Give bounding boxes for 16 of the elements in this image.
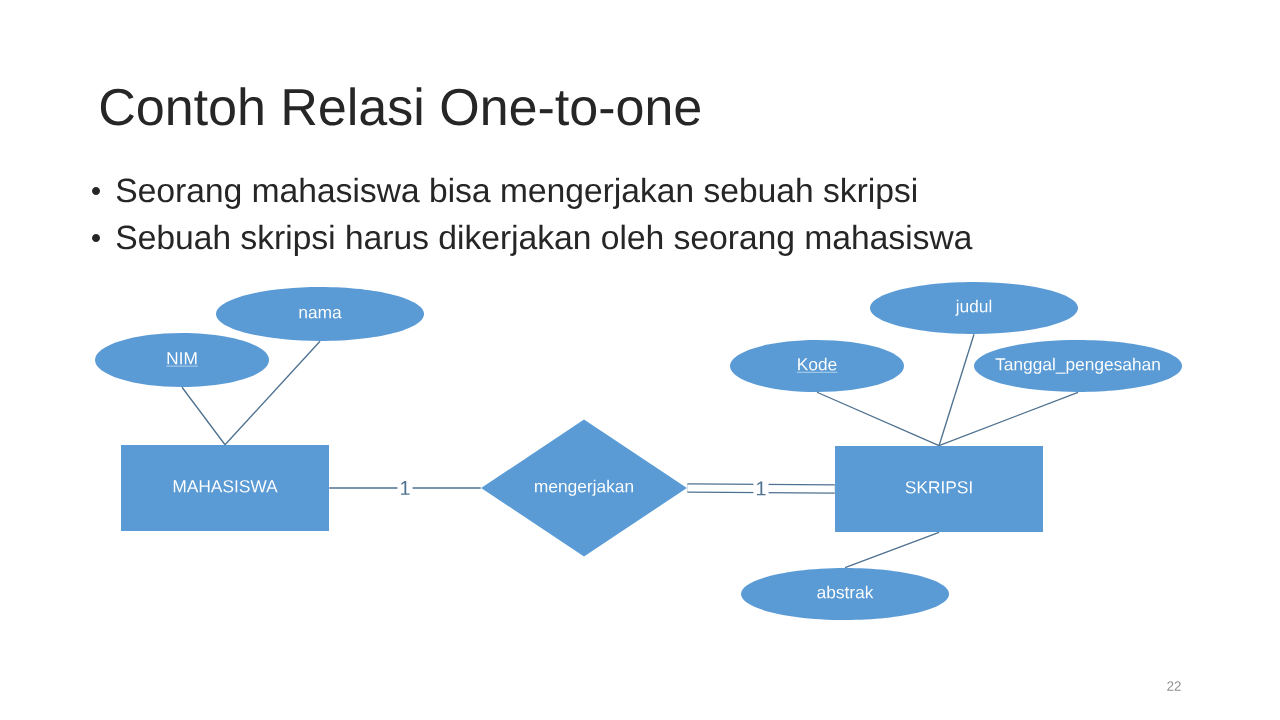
entity-box: SKRIPSI: [835, 446, 1043, 532]
bullet-text: Seorang mahasiswa bisa mengerjakan sebuah skripsi: [116, 177, 916, 209]
connector-line: [816, 391, 940, 447]
edge-label: 1: [397, 479, 413, 497]
connector-line: [844, 531, 940, 569]
connector-line: [938, 333, 975, 447]
bullet-text: Sebuah skripsi harus dikerjakan oleh seorang mahasiswa: [116, 224, 973, 256]
connector-line: [181, 386, 226, 446]
entity-box: MAHASISWA: [121, 445, 329, 531]
page-number: 22: [1167, 681, 1181, 691]
connector-line: [938, 391, 1079, 447]
title: Contoh Relasi One-to-one: [100, 87, 700, 126]
edge-label: 1: [753, 479, 769, 498]
double-line: [687, 483, 835, 494]
connector-line: [224, 340, 321, 446]
connector-line: [328, 487, 482, 489]
